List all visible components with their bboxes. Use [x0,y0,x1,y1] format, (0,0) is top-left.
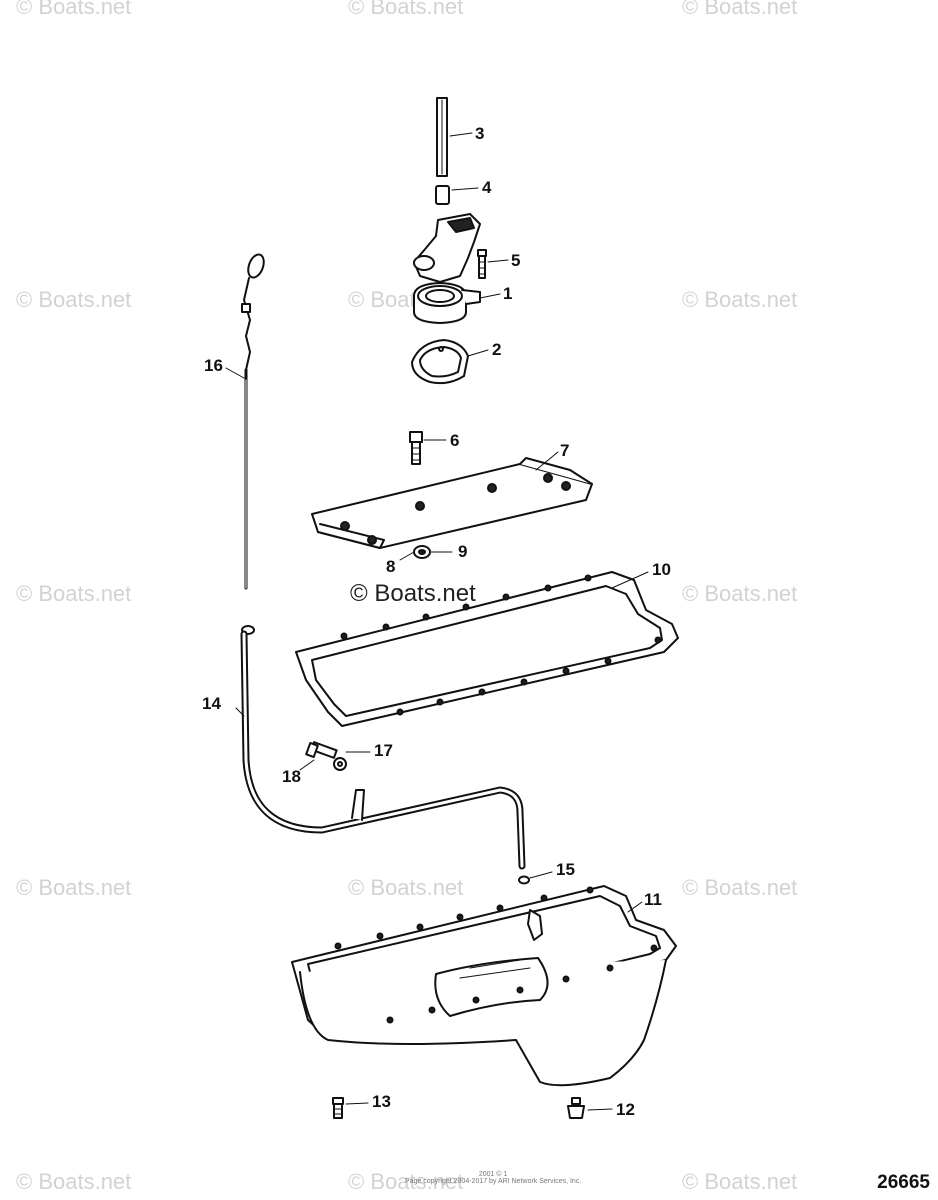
watermark-row3-left: © Boats.net [16,581,132,606]
leader-lines [225,132,649,1111]
watermark-row4-right: © Boats.net [682,875,798,900]
part-label-9: 9 [458,542,468,561]
pan-bolt [332,1097,344,1119]
center-watermark: © Boats.net [350,580,476,607]
watermark-top-right: © Boats.net [682,0,798,19]
part-label-1: 1 [503,284,513,303]
tube-washer [333,757,347,771]
part-label-16: 16 [204,356,223,375]
baffle-nut [413,545,431,559]
oil-pan [291,885,677,1087]
part-label-8: 8 [386,557,396,576]
shaft-sleeve [435,185,450,205]
part-label-11: 11 [644,890,662,909]
watermark-bottom-right: © Boats.net [682,1169,798,1194]
copyright-top-line: 2001 © 1 [478,1171,508,1178]
watermark-top-center: © Boats.net [348,0,464,19]
watermark-bottom-center: © Boats.net [348,1169,464,1194]
dipstick [241,253,265,590]
watermark-top-left: © Boats.net [16,0,132,19]
copyright-line: Page copyright 2004-2017 by ARI Network … [405,1178,582,1185]
dipstick-tube [240,625,526,870]
drain-plug [567,1097,585,1119]
part-label-4: 4 [482,178,492,197]
oil-pump-shaft [436,97,448,177]
part-label-2: 2 [492,340,502,359]
part-label-6: 6 [450,431,460,450]
part-label-17: 17 [374,741,393,760]
oil-pan-gasket [295,571,679,727]
watermark-row2-left: © Boats.net [16,287,132,312]
watermark-row2-right: © Boats.net [682,287,798,312]
part-label-5: 5 [511,251,521,270]
watermark-bottom-left: © Boats.net [16,1169,132,1194]
part-label-13: 13 [372,1092,391,1111]
tube-o-ring [518,875,530,885]
watermark-row4-left: © Boats.net [16,875,132,900]
part-label-10: 10 [652,560,671,579]
diagram-id: 26665 [877,1172,930,1193]
part-label-15: 15 [556,860,575,879]
oil-baffle [311,457,593,549]
baffle-stud [409,431,423,465]
part-label-18: 18 [282,767,301,786]
watermark-row4-center: © Boats.net [348,875,464,900]
part-label-3: 3 [475,124,485,143]
tube-bolt [305,741,338,759]
copyright-notice: 2001 © 1 Page copyright 2004-2017 by ARI… [405,1171,581,1185]
watermark-row3-right: © Boats.net [682,581,798,606]
part-label-12: 12 [616,1100,635,1119]
part-label-7: 7 [560,441,570,460]
pump-bolt [477,249,487,279]
part-label-14: 14 [202,694,221,713]
oil-pump-assembly [413,213,481,324]
pump-gasket [411,339,469,385]
